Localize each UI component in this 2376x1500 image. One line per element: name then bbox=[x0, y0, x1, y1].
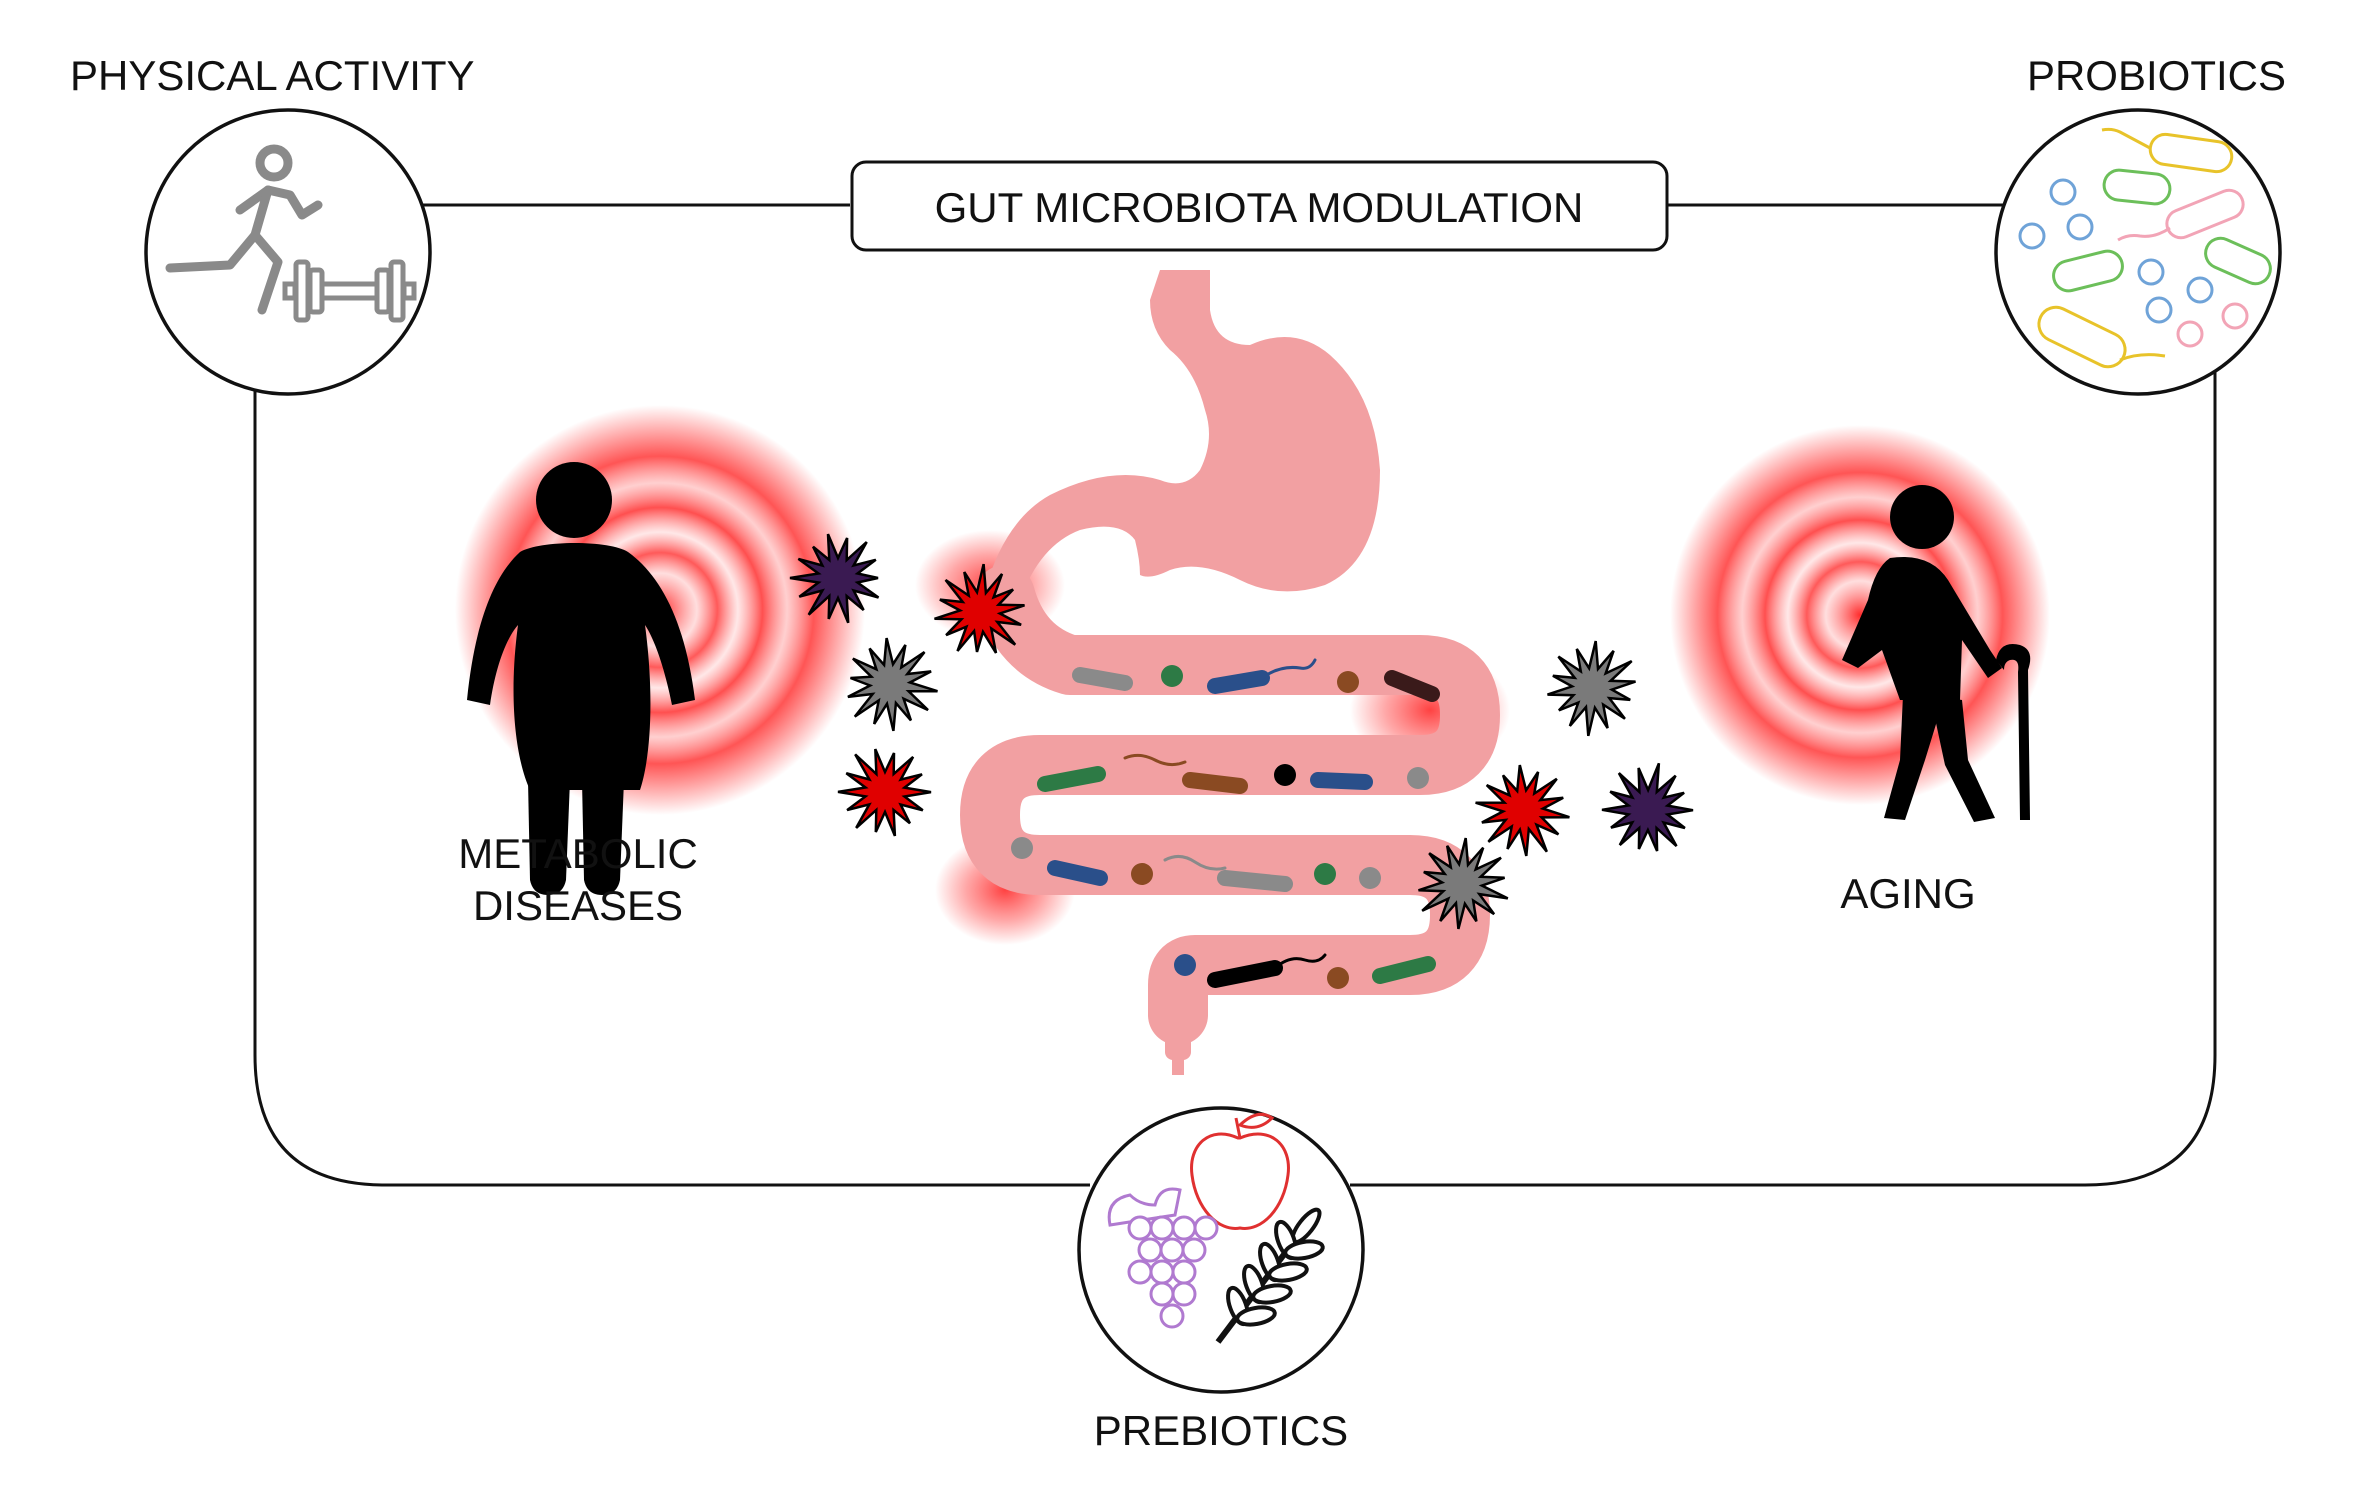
rectum bbox=[1165, 1000, 1191, 1060]
prebiotics-circle bbox=[1077, 1106, 1365, 1394]
starburst-icon bbox=[789, 533, 880, 624]
inflammation-starbursts bbox=[789, 533, 1694, 930]
gut-bacteria bbox=[1011, 658, 1440, 989]
grapes-icon bbox=[1107, 1187, 1219, 1329]
obese-person-icon bbox=[467, 462, 695, 895]
wheat-icon bbox=[1215, 1207, 1325, 1344]
probiotics-circle bbox=[1994, 108, 2282, 396]
inflammation-glow-right bbox=[1670, 425, 2050, 805]
physical-activity-label: PHYSICAL ACTIVITY bbox=[70, 52, 475, 99]
apple-icon bbox=[1190, 1112, 1290, 1230]
stomach-and-intestine-icon bbox=[960, 270, 1500, 1075]
center-title: GUT MICROBIOTA MODULATION bbox=[935, 184, 1584, 231]
starburst-icon bbox=[1601, 762, 1694, 852]
running-person-icon bbox=[165, 144, 323, 315]
starburst-icon bbox=[1547, 640, 1636, 737]
starburst-icon bbox=[1418, 837, 1509, 930]
prebiotics-label: PREBIOTICS bbox=[1094, 1407, 1348, 1454]
starburst-icon bbox=[847, 637, 938, 732]
starburst-icon bbox=[1475, 764, 1570, 857]
physical-activity-circle bbox=[144, 108, 432, 396]
dumbbell-icon bbox=[282, 259, 417, 323]
bacteria-icon bbox=[2018, 127, 2272, 369]
elderly-person-icon bbox=[1842, 485, 2031, 822]
title-box: GUT MICROBIOTA MODULATION bbox=[850, 160, 1669, 252]
aging-label: AGING bbox=[1840, 870, 1975, 917]
metabolic-diseases-label-line1: METABOLIC bbox=[458, 830, 698, 877]
intestine bbox=[960, 565, 1500, 1045]
metabolic-diseases-label-line2: DISEASES bbox=[473, 882, 683, 929]
starburst-icon bbox=[837, 748, 932, 837]
starburst-icon bbox=[934, 563, 1025, 654]
stomach bbox=[985, 270, 1380, 600]
probiotics-label: PROBIOTICS bbox=[2027, 52, 2286, 99]
